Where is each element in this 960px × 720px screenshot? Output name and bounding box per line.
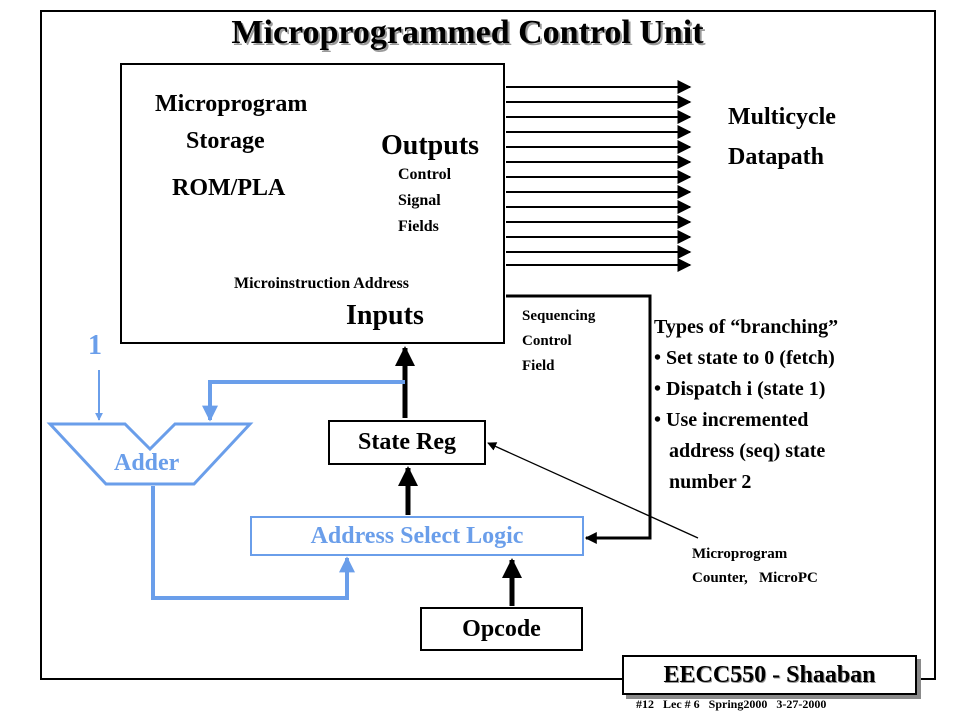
rom-pla-box (120, 63, 505, 344)
slide-title: Microprogrammed Control Unit (231, 14, 704, 51)
branching-item: • Set state to 0 (fetch) (654, 347, 835, 369)
control-output-arrows (506, 80, 692, 272)
sequencing-wire (506, 294, 652, 544)
rom-label-microprogram: Microprogram (155, 91, 308, 117)
rom-label-rom-pla: ROM/PLA (172, 175, 286, 201)
micropc-label-2: Counter, MicroPC (692, 570, 818, 586)
branching-item: address (seq) state (654, 440, 826, 462)
state-to-adder-wire (202, 380, 405, 422)
address-select-logic-label: Address Select Logic (310, 522, 524, 549)
course-badge: EECC550 - Shaaban (622, 655, 917, 695)
slide-frame (40, 10, 936, 680)
outputs-sub-control: Control (398, 166, 452, 183)
micropc-label-1: Microprogram (692, 546, 788, 562)
slide-footer: #12 Lec # 6 Spring2000 3-27-2000 (636, 697, 827, 711)
rom-label-storage: Storage (186, 128, 265, 154)
adder-label: Adder (114, 450, 180, 476)
course-badge-label: EECC550 - Shaaban (663, 661, 876, 688)
datapath-label-datapath: Datapath (728, 144, 825, 170)
adder-shape (46, 422, 254, 486)
adder-to-asl-wire (151, 486, 355, 600)
branching-item: • Use incremented (654, 409, 809, 431)
sequencing-label-2: Control (522, 333, 572, 349)
outputs-label: Outputs (381, 130, 480, 161)
opcode-label: Opcode (462, 615, 541, 642)
micropc-pointer-line (487, 442, 699, 539)
branching-item: • Dispatch i (state 1) (654, 378, 826, 400)
address-select-logic-box: Address Select Logic (250, 516, 584, 556)
datapath-label-multicycle: Multicycle (728, 104, 836, 130)
outputs-sub-signal: Signal (398, 192, 441, 209)
state-reg-label: State Reg (358, 429, 456, 455)
branching-heading: Types of “branching” (654, 316, 839, 338)
state-reg-box: State Reg (328, 420, 486, 465)
sequencing-label-1: Sequencing (522, 308, 596, 324)
inputs-label: Inputs (346, 300, 424, 331)
sequencing-label-3: Field (522, 358, 555, 374)
outputs-sub-fields: Fields (398, 218, 439, 235)
constant-one-label: 1 (88, 330, 102, 361)
microinstruction-address-label: Microinstruction Address (234, 275, 409, 292)
branching-item: number 2 (654, 471, 752, 493)
opcode-box: Opcode (420, 607, 583, 651)
